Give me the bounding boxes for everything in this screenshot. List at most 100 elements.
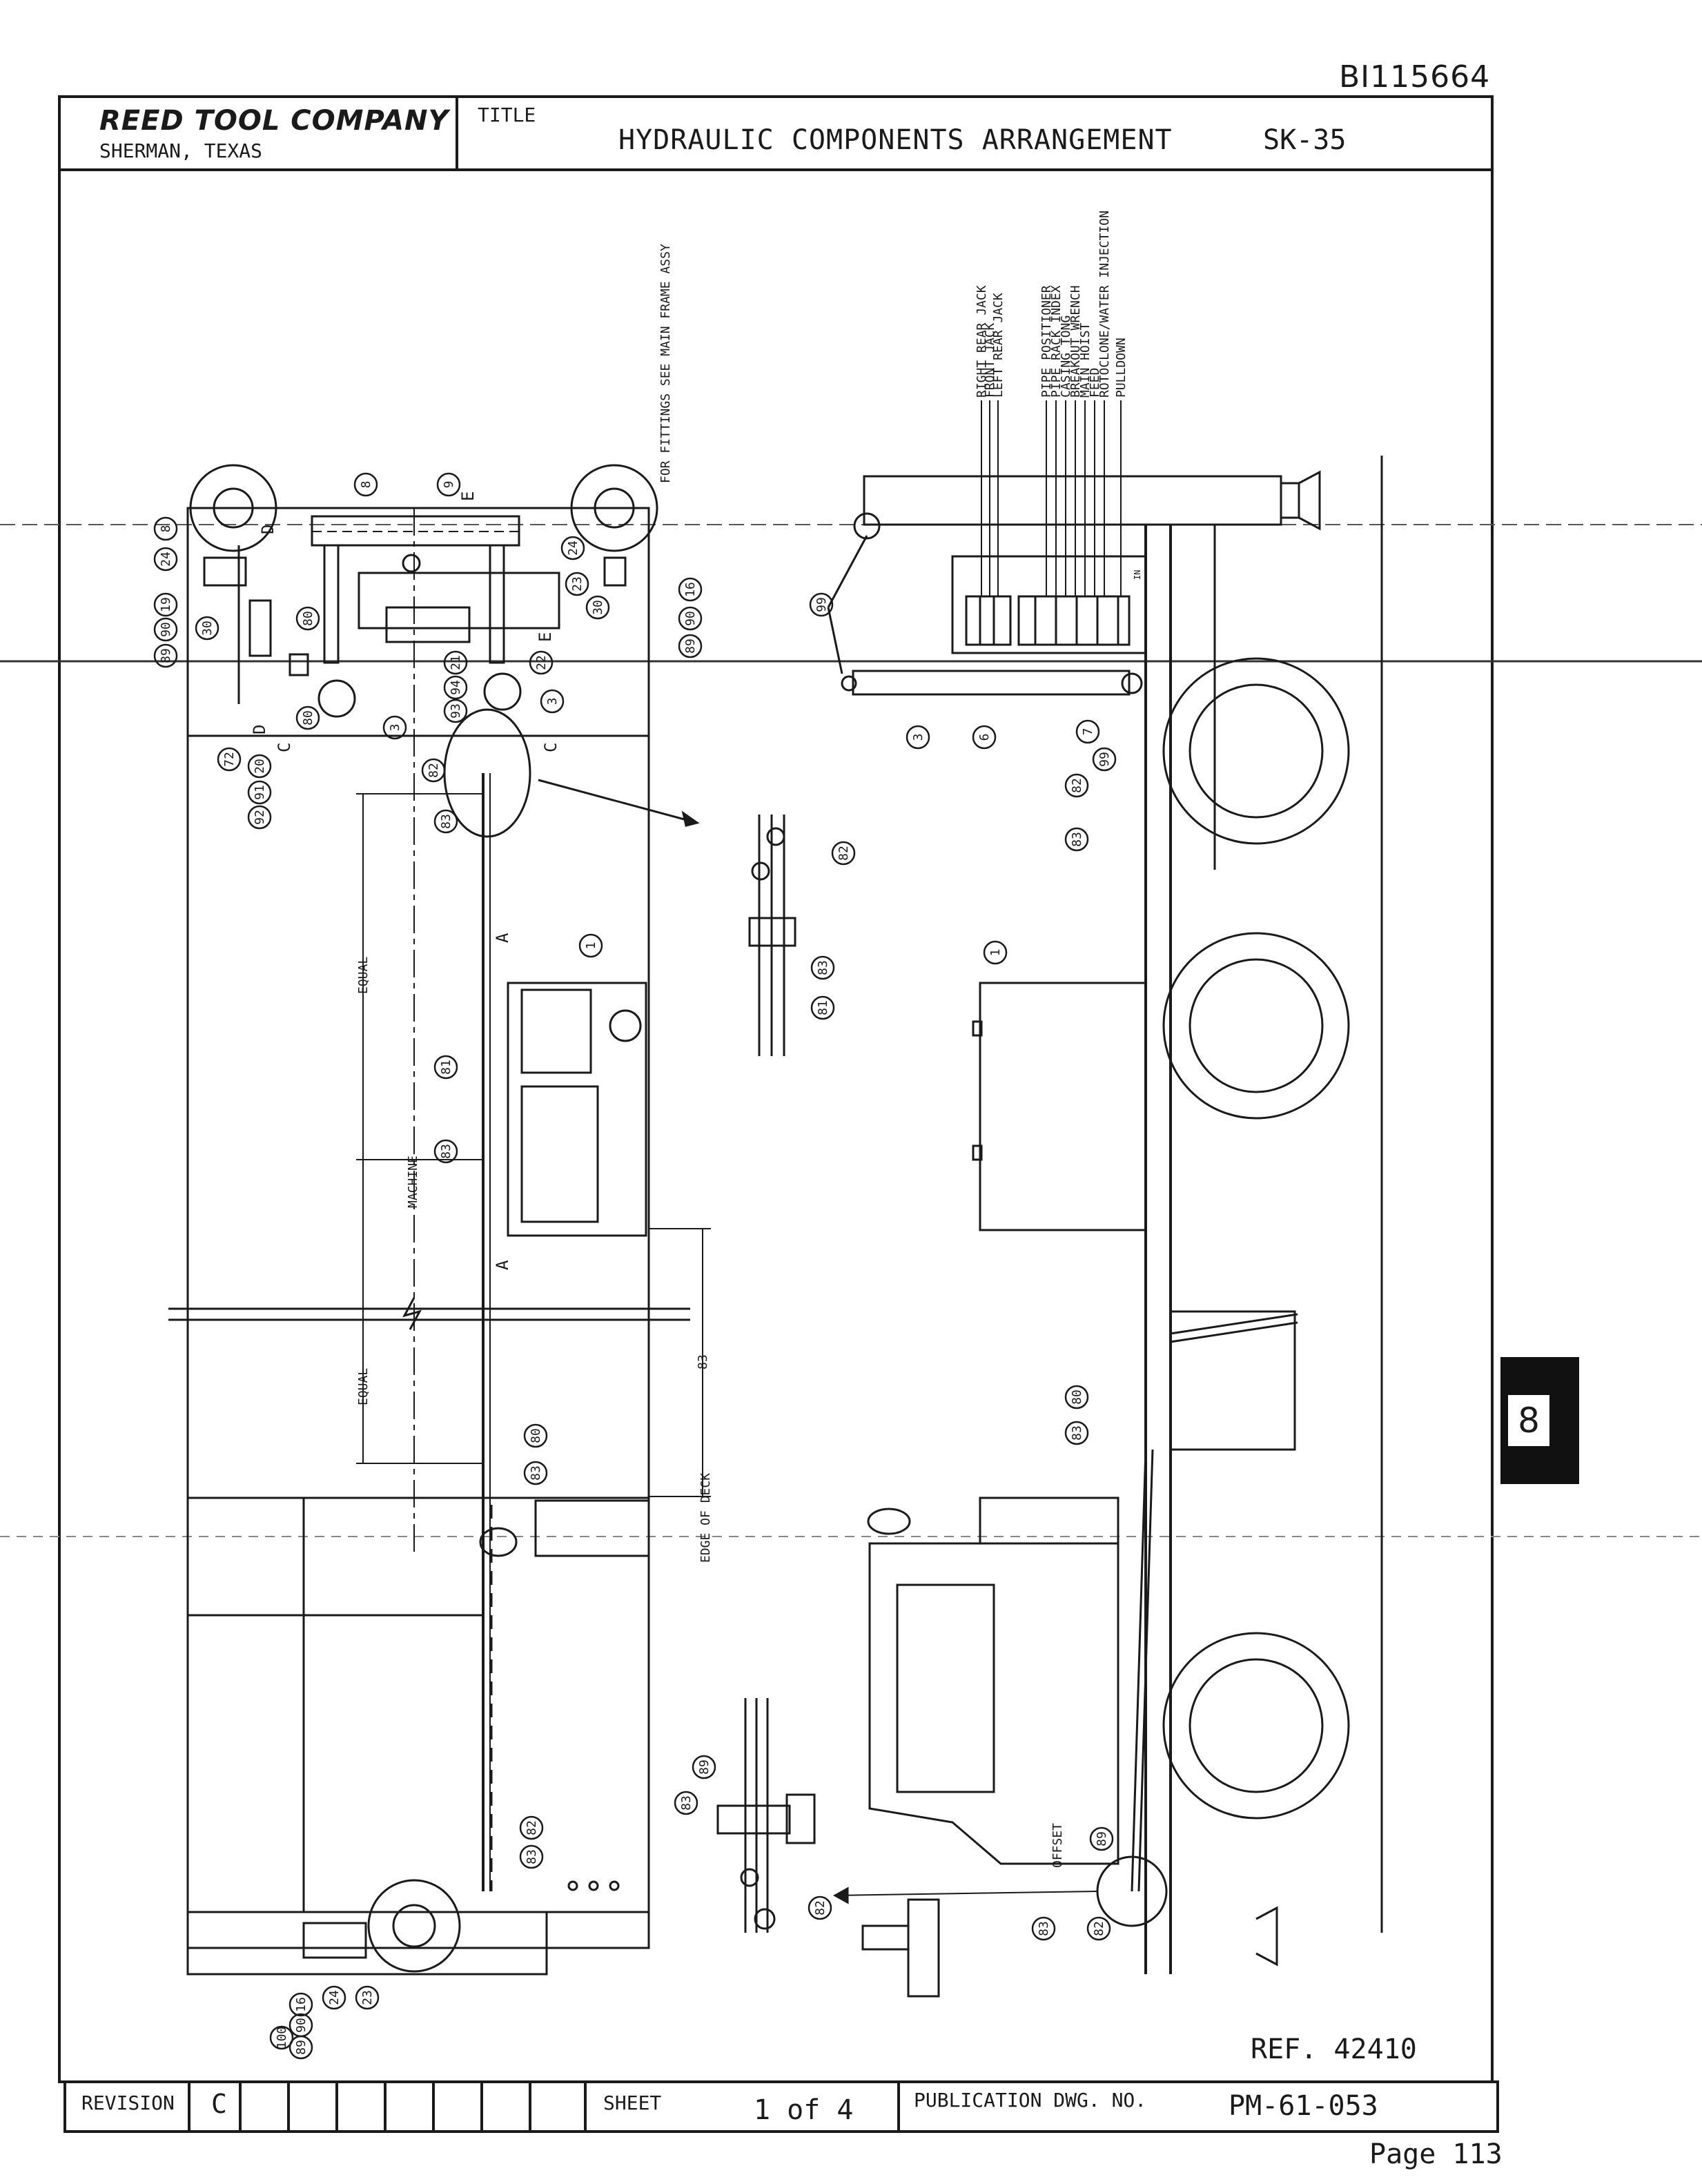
balloon-81-b xyxy=(519,1815,544,1840)
balloon-82-i xyxy=(1031,1916,1056,1941)
balloon-82-g xyxy=(1064,827,1089,852)
balloon-81-d xyxy=(808,1895,832,1920)
sheet-divider xyxy=(584,2080,587,2133)
publication-divider xyxy=(897,2080,900,2133)
balloon-text: 89 xyxy=(697,1759,712,1775)
balloon-text: 90 xyxy=(159,622,173,637)
balloon-81-c xyxy=(831,841,856,866)
balloon-text: 83 xyxy=(439,1144,453,1159)
balloon-text: 21 xyxy=(449,655,463,670)
balloon-text: 3 xyxy=(911,734,926,741)
section-mark-c-left: C xyxy=(275,743,294,752)
section-mark-d-bottom: D xyxy=(250,725,269,734)
plan-cab xyxy=(186,1496,650,1913)
balloon-text: 16 xyxy=(683,582,698,597)
balloon-24 xyxy=(217,747,242,772)
balloon-9 xyxy=(436,472,461,497)
title-label: TITLE xyxy=(478,104,536,126)
balloon-text: 24 xyxy=(566,540,580,556)
section-mark-a-top: A xyxy=(493,933,512,943)
balloon-3-b xyxy=(540,689,565,714)
balloon-93 xyxy=(443,699,468,723)
fuel-tank xyxy=(1169,1310,1296,1451)
reference-number: REF. 42410 xyxy=(1251,2034,1417,2065)
balloon-text: 72 xyxy=(222,752,237,767)
plan-view xyxy=(168,464,711,1976)
balloon-81-e xyxy=(1064,773,1089,798)
section-mark-d-top: D xyxy=(258,525,277,534)
balloon-text: 80 xyxy=(529,1428,543,1443)
balloon-text: 83 xyxy=(816,960,830,975)
front-wheel xyxy=(1162,1632,1350,1820)
balloon-83-b xyxy=(1089,1826,1114,1851)
balloon-text: 24 xyxy=(159,552,173,567)
plan-wheel-left xyxy=(189,464,277,552)
balloon-text: 22 xyxy=(534,655,549,670)
circuit-label-feed: FEED xyxy=(1088,368,1102,398)
balloon-text: 99 xyxy=(814,597,829,612)
balloon-text: 83 xyxy=(529,1465,543,1481)
balloon-1-b xyxy=(983,940,1008,965)
balloon-17 xyxy=(247,754,272,779)
balloon-3-c xyxy=(906,725,930,750)
company-name: REED TOOL COMPANY xyxy=(99,105,449,137)
balloon-30-a xyxy=(295,606,320,631)
balloon-6 xyxy=(972,725,997,750)
revision-cell xyxy=(480,2080,483,2133)
plan-tank-1 xyxy=(317,679,356,718)
balloon-89-a xyxy=(153,643,178,668)
note-equal-1: EQUAL xyxy=(356,957,371,994)
balloon-22-b xyxy=(560,536,585,560)
balloon-16-b xyxy=(678,577,703,602)
balloon-text: 89 xyxy=(294,2040,309,2055)
hose-circuit-labels: RIGHT REAR JACK FRONT JACK LEFT REAR JAC… xyxy=(975,211,1128,398)
balloon-90-b xyxy=(678,606,703,631)
circuit-label-right-rear-jack: RIGHT REAR JACK xyxy=(975,285,989,398)
circuit-label-pipe-positioner: PIPE POSITIONER xyxy=(1039,285,1054,398)
balloon-91 xyxy=(247,780,272,805)
rear-wheel-1 xyxy=(1162,657,1350,845)
balloon-text: 81 xyxy=(439,1060,453,1075)
revision-cell xyxy=(287,2080,290,2133)
balloon-80-b xyxy=(810,995,835,1020)
valve-bank xyxy=(951,555,1147,654)
balloon-text: 99 xyxy=(1097,752,1112,767)
balloon-82-c xyxy=(523,1461,548,1485)
balloon-20 xyxy=(529,650,554,675)
balloon-text: 8 xyxy=(359,481,373,489)
section-marks: A A C C D D E E xyxy=(250,491,560,1270)
balloon-30-b xyxy=(295,705,320,730)
balloon-text: 20 xyxy=(253,759,267,774)
note-dim-83: 83 xyxy=(696,1354,710,1369)
balloon-text: 9 xyxy=(442,481,456,489)
section-tab-number: 8 xyxy=(1506,1393,1552,1448)
plan-front-wheel xyxy=(367,1879,461,1973)
balloon-83-a xyxy=(692,1755,716,1780)
balloon-81-f xyxy=(1086,1916,1111,1941)
balloon-23-b xyxy=(585,595,610,620)
balloon-19 xyxy=(443,650,468,675)
balloon-89-b xyxy=(678,634,703,659)
circuit-label-rotoclone: ROTOCLONE/WATER INJECTION xyxy=(1097,211,1112,398)
plan-wheel-right xyxy=(570,464,658,552)
document-id: BI115664 xyxy=(1339,59,1491,95)
revision-divider xyxy=(188,2080,190,2133)
publication-number: PM-61-053 xyxy=(1229,2090,1378,2122)
component-1-plan xyxy=(507,982,647,1237)
balloon-21-a xyxy=(153,516,178,541)
balloon-text: 82 xyxy=(837,846,851,861)
plan-tank-2 xyxy=(483,672,522,711)
balloon-82-d xyxy=(519,1844,544,1869)
balloon-text: 83 xyxy=(525,1849,539,1864)
balloon-text: 90 xyxy=(294,2018,309,2033)
note-valve-inlet: IN xyxy=(1133,570,1142,580)
balloon-text: 3 xyxy=(388,724,402,732)
balloon-text: 82 xyxy=(1092,1921,1106,1936)
balloon-text: 83 xyxy=(1070,832,1084,847)
balloon-text: 82 xyxy=(525,1820,539,1835)
revision-value: C xyxy=(211,2089,227,2119)
balloon-text: 82 xyxy=(427,763,441,778)
balloon-text: 30 xyxy=(591,600,605,615)
sketch-number: SK-35 xyxy=(1263,124,1347,156)
balloon-text: 89 xyxy=(1095,1831,1109,1846)
